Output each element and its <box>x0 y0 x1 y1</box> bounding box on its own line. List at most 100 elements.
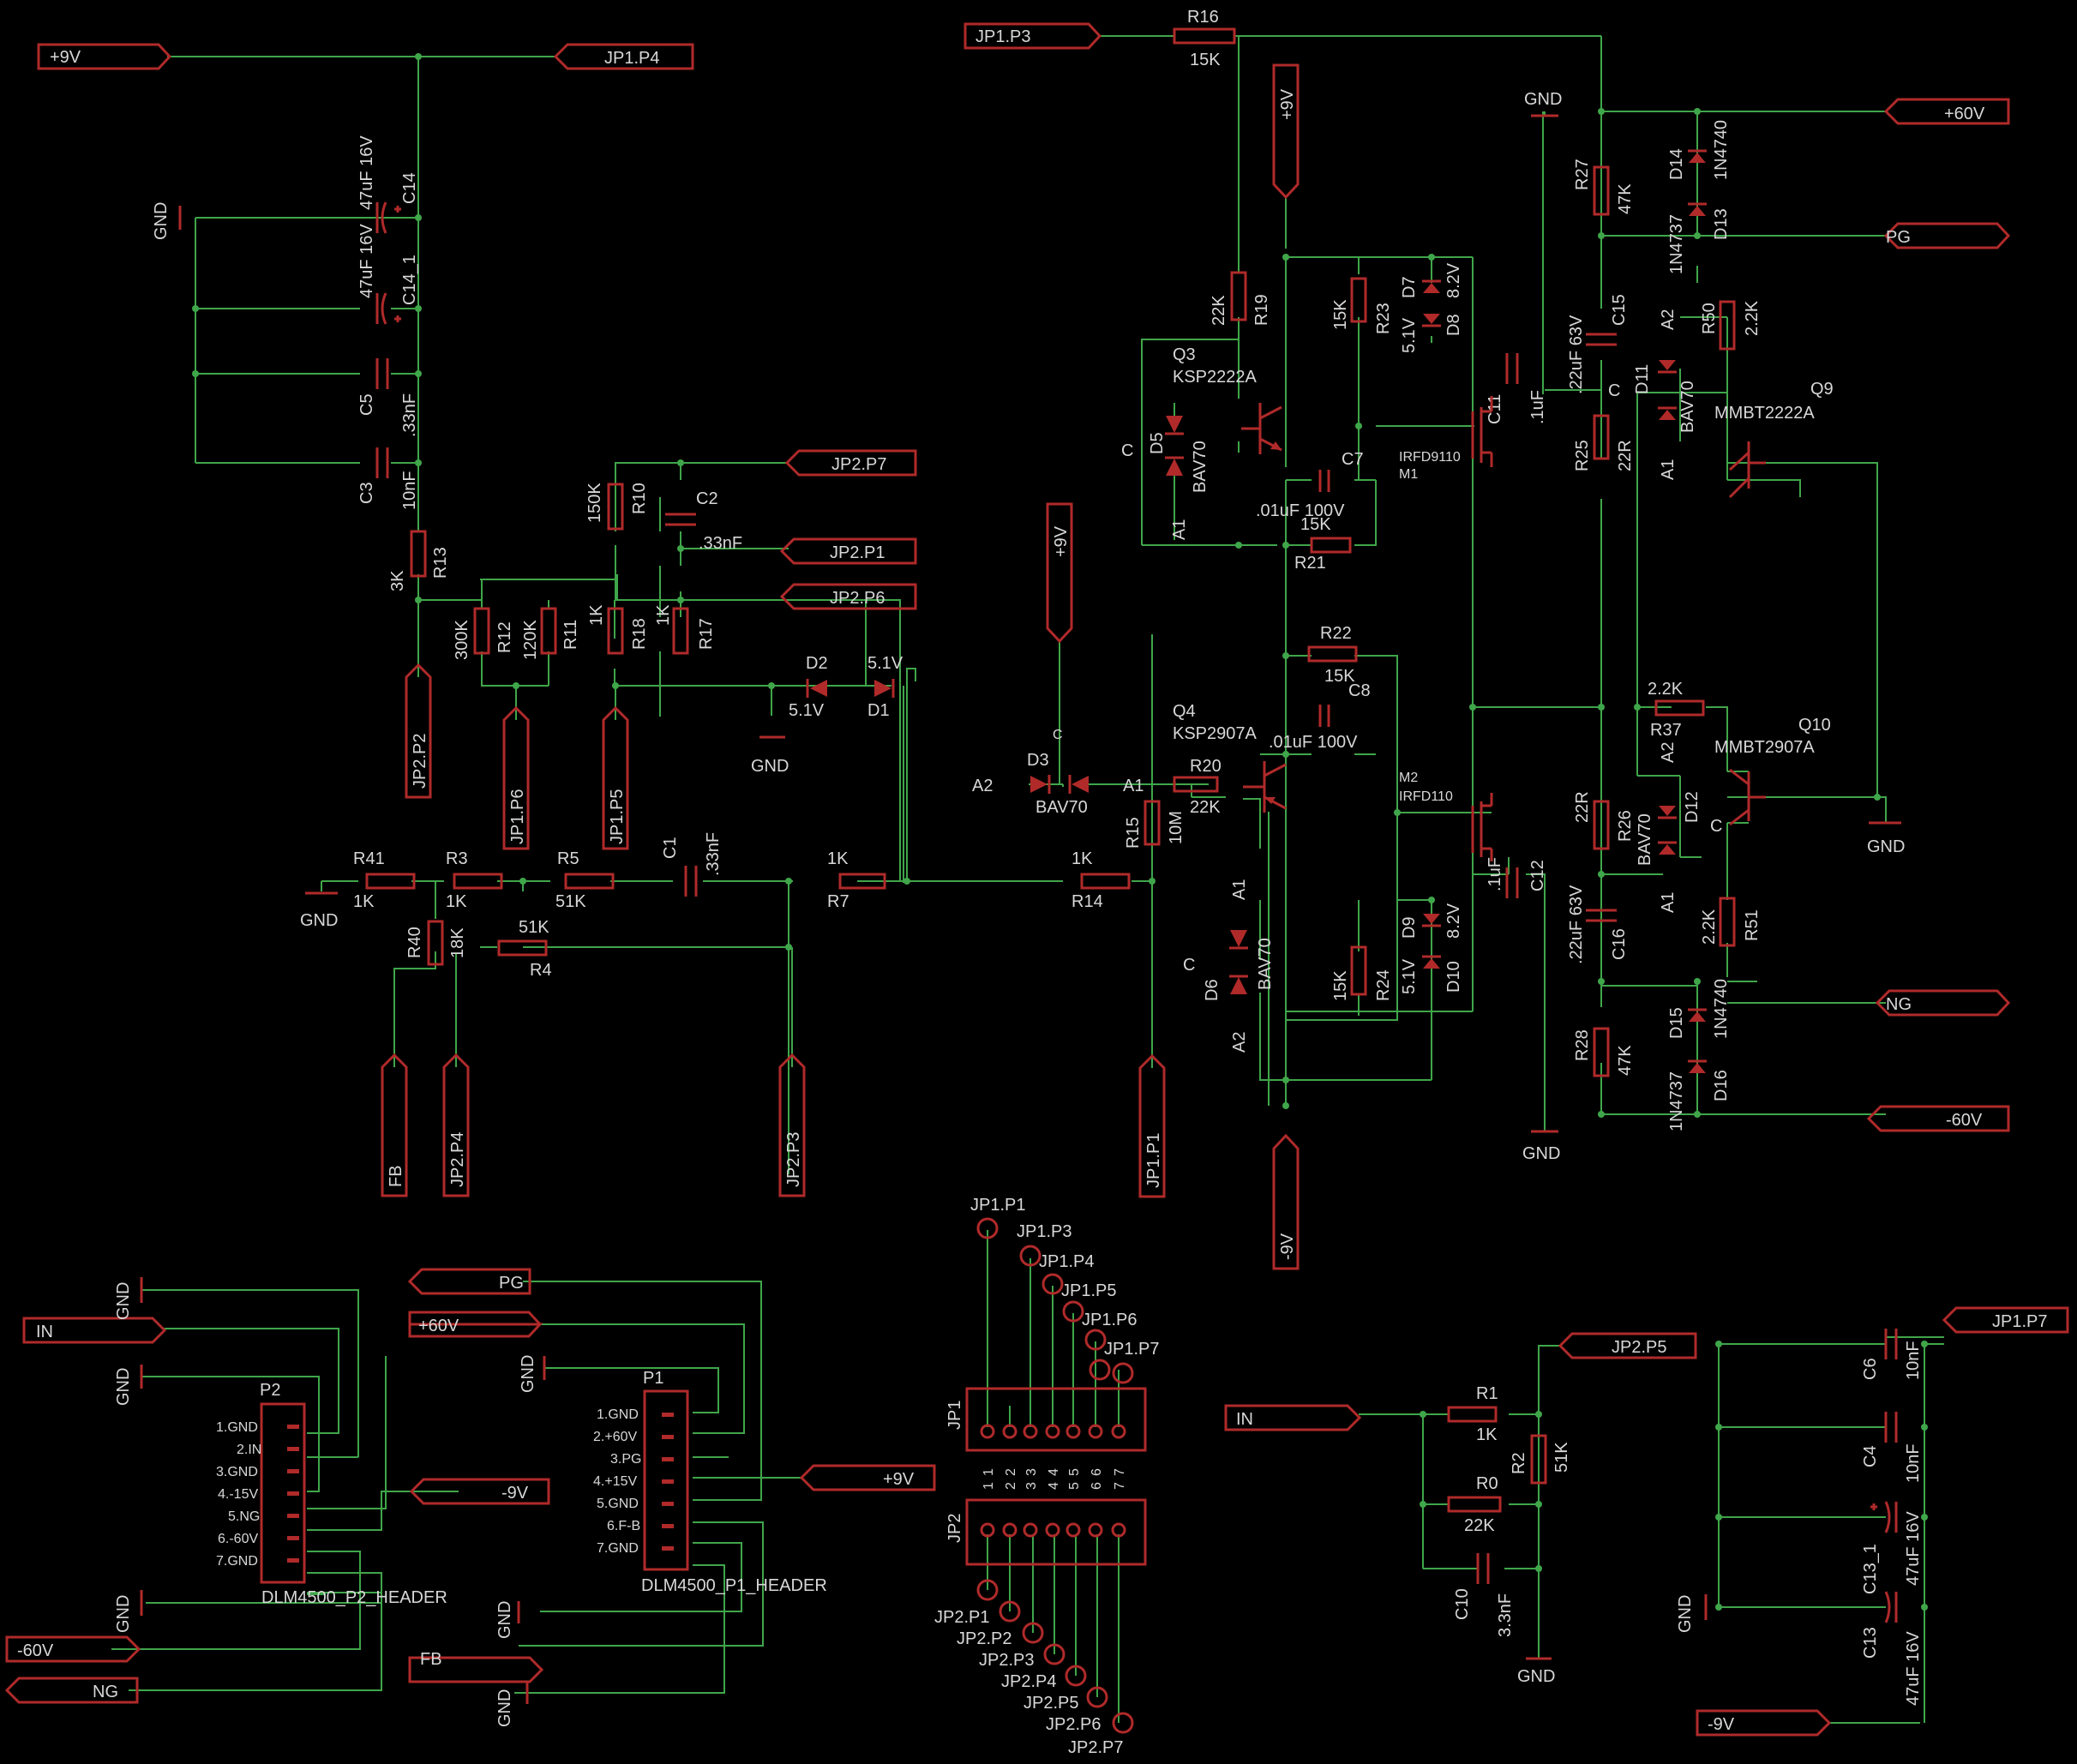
jp1-pad-label: JP1.P4 <box>1039 1252 1094 1271</box>
q10-value: MMBT2907A <box>1714 738 1815 757</box>
q3-value: KSP2222A <box>1173 368 1258 387</box>
port-label: JP1.P4 <box>604 49 659 68</box>
q3-label: Q3 <box>1173 345 1196 364</box>
r13-label: R13 <box>431 547 450 579</box>
d11-pin-a1: A1 <box>1659 459 1678 480</box>
r11-label: R11 <box>561 620 580 650</box>
c2-label: C2 <box>696 489 718 508</box>
c10-value: 3.3nF <box>1496 1593 1515 1637</box>
p1-pin: 7.GND <box>597 1541 639 1556</box>
d12-label: D12 <box>1683 791 1702 823</box>
c3-value: 10nF <box>400 471 419 510</box>
port-label: JP2.P4 <box>448 1132 467 1187</box>
transistors: Q3 KSP2222A Q4 KSP2907A IRFD9110 M1 M2 I… <box>1173 345 1834 861</box>
r40-label: R40 <box>405 927 424 958</box>
c16-label: C16 <box>1610 928 1629 960</box>
port-label: JP2.P5 <box>1612 1338 1666 1357</box>
d2-label: D2 <box>806 654 828 673</box>
jp2-pad-label: JP2.P6 <box>1046 1715 1101 1734</box>
d11-label: D11 <box>1633 364 1652 394</box>
d3-value: BAV70 <box>1035 798 1088 817</box>
port-label: -9V <box>1278 1233 1297 1260</box>
c6-value: 10nF <box>1904 1341 1923 1380</box>
d6-label: D6 <box>1203 979 1222 1001</box>
jp1-pad-label: JP1.P7 <box>1104 1340 1159 1359</box>
port-label: FB <box>387 1165 405 1187</box>
p1-pin-list: 1.GND 2.+60V 3.PG 4.+15V 5.GND 6.F-B 7.G… <box>593 1407 641 1556</box>
q4-value: KSP2907A <box>1173 724 1258 743</box>
d12-pin-a2: A2 <box>1659 742 1678 763</box>
r22-value: 15K <box>1324 667 1355 686</box>
jp1-pad-label: JP1.P5 <box>1061 1281 1116 1300</box>
r37-label: R37 <box>1650 721 1682 740</box>
port-label: NG <box>93 1683 118 1701</box>
r21-label: R21 <box>1294 554 1326 573</box>
port-label: JP2.P7 <box>831 455 886 474</box>
jp2-pad-label: JP2.P5 <box>1023 1694 1078 1713</box>
jp1-pad-label: JP1.P1 <box>970 1196 1025 1215</box>
r7-value: 1K <box>827 849 849 868</box>
d12-pin-a1: A1 <box>1659 892 1678 913</box>
p1-pin: 1.GND <box>597 1407 639 1422</box>
port-label: JP2.P2 <box>411 734 429 789</box>
port-label: JP2.P1 <box>830 543 885 562</box>
d7-label: D7 <box>1400 276 1419 298</box>
port-label: JP1.P6 <box>508 789 527 844</box>
c14-value: 47uF 16V <box>357 135 376 210</box>
jp2-pad-label: JP2.P4 <box>1001 1672 1056 1691</box>
r20-value: 22K <box>1190 798 1221 817</box>
c14-1-label: C14_1 <box>400 255 419 305</box>
port-label: +60V <box>1944 105 1985 123</box>
m2-label: M2 <box>1399 771 1418 785</box>
port-label: FB <box>420 1650 442 1669</box>
ground-symbols: GND GND GND GND GND GND GND GND GND GND … <box>114 90 1905 1727</box>
d8-value: 5.1V <box>1400 317 1419 353</box>
d1-value: 5.1V <box>867 654 903 673</box>
r4-value: 51K <box>519 918 549 937</box>
p2-pin-list: 1.GND 2.IN 3.GND 4.-15V 5.NG 6.-60V 7.GN… <box>216 1420 261 1569</box>
c1-label: C1 <box>661 837 680 859</box>
jp1-pad-label: JP1.P3 <box>1017 1222 1072 1241</box>
port-label: -9V <box>1708 1715 1735 1734</box>
gnd-label: GND <box>152 202 171 240</box>
pin-num: 5 <box>1067 1482 1082 1490</box>
r18-value: 1K <box>587 604 606 626</box>
r51-label: R51 <box>1743 909 1762 941</box>
m1-label: M1 <box>1399 467 1418 482</box>
d9-value: 8.2V <box>1444 903 1463 939</box>
d5-pin-c: C <box>1121 441 1133 460</box>
m2-value: IRFD110 <box>1399 789 1453 804</box>
r14-label: R14 <box>1072 892 1103 911</box>
c3-label: C3 <box>357 482 376 504</box>
p1-name: DLM4500_P1_HEADER <box>641 1576 827 1595</box>
gnd-label: GND <box>751 757 789 776</box>
gnd-label: GND <box>495 1601 514 1639</box>
pin-num: 7 <box>1113 1468 1127 1476</box>
r28-value: 47K <box>1616 1045 1635 1076</box>
pin-num: 1 <box>981 1482 996 1490</box>
d14-value: 1N4740 <box>1712 120 1731 180</box>
q9-value: MMBT2222A <box>1714 404 1815 423</box>
jp2-pads <box>980 1522 1126 1538</box>
d3-pin-c: C <box>1053 728 1063 742</box>
r0-label: R0 <box>1476 1474 1498 1493</box>
gnd-label: GND <box>1867 837 1905 856</box>
r15-value: 10M <box>1167 811 1186 844</box>
net-ports: +9V JP1.P4 JP1.P3 +60V PG NG -60V JP2.P7… <box>4 22 2069 1737</box>
port-label: +9V <box>50 48 81 67</box>
q10-label: Q10 <box>1798 716 1831 735</box>
r15-label: R15 <box>1124 817 1143 849</box>
c4-value: 10nF <box>1904 1443 1923 1483</box>
c13-1-label: C13_1 <box>1861 1544 1880 1594</box>
d3-pin-a2: A2 <box>972 777 993 795</box>
pin-num: 2 <box>1004 1482 1018 1490</box>
r2-label: R2 <box>1510 1452 1528 1474</box>
r4-label: R4 <box>530 961 552 980</box>
r25-label: R25 <box>1573 440 1592 471</box>
r23-label: R23 <box>1374 303 1393 334</box>
pin-num: 3 <box>1024 1482 1039 1490</box>
jp2-pad-label: JP2.P1 <box>934 1608 989 1627</box>
gnd-label: GND <box>1517 1667 1555 1686</box>
r20-label: R20 <box>1190 757 1222 776</box>
d10-value: 5.1V <box>1400 958 1419 994</box>
